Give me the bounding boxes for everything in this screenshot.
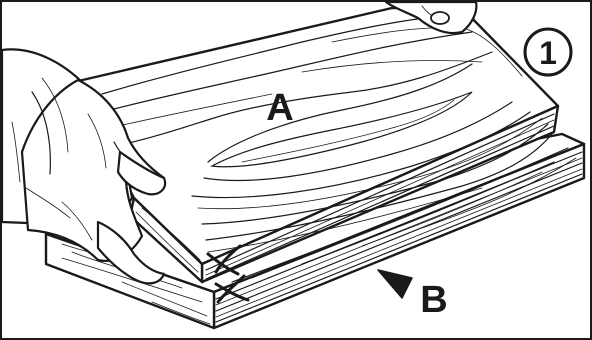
board-b-label: B xyxy=(420,279,447,321)
arrowhead-icon xyxy=(378,270,412,298)
right-hand-fingernail xyxy=(431,12,449,24)
step-number: 1 xyxy=(539,35,557,71)
board-a-label: A xyxy=(266,87,293,129)
step-number-badge: 1 xyxy=(525,29,571,75)
